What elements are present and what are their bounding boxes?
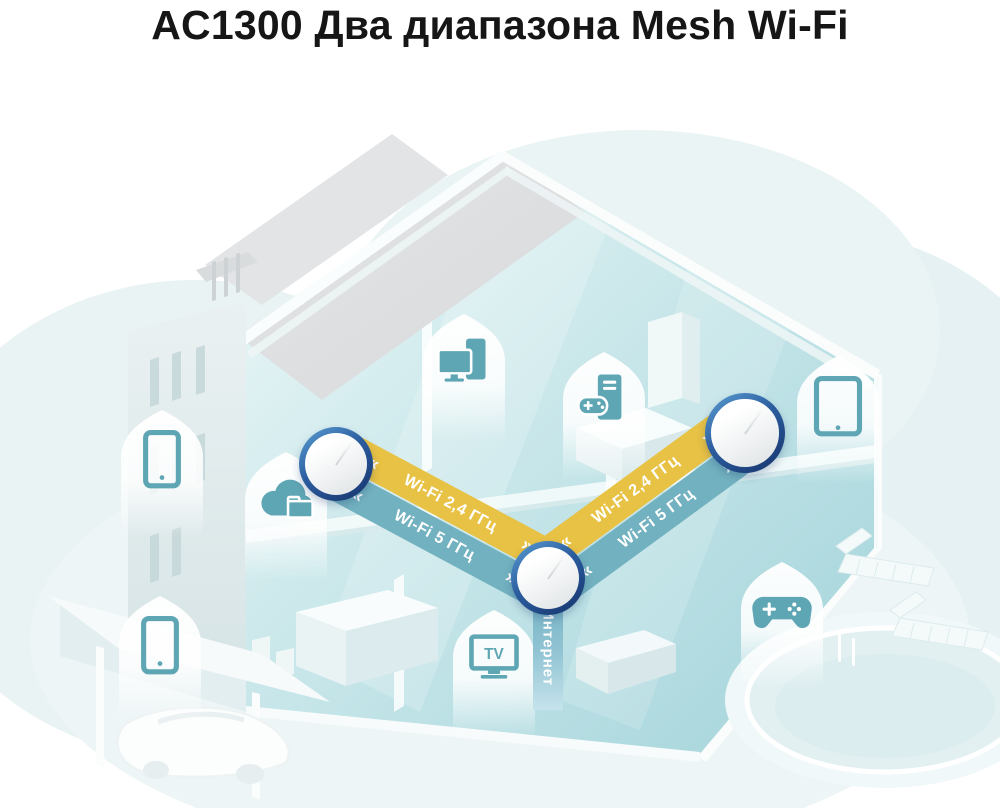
- deco-unit-face: [304, 432, 368, 496]
- deco-unit-face: [711, 399, 779, 467]
- game-controller-icon: [752, 596, 812, 629]
- device-badge-tv: TV: [452, 610, 536, 738]
- deco-unit-main: [511, 541, 585, 615]
- cloud-storage-icon: [261, 479, 314, 519]
- deco-unit-left: [299, 427, 373, 501]
- page-title: AC1300 Два диапазона Mesh Wi-Fi: [151, 2, 849, 48]
- internet-label: Интернет: [539, 609, 557, 687]
- desktop-computer-icon: [437, 338, 486, 382]
- gaming-pc-icon: [577, 374, 622, 420]
- device-badge-tablet: [796, 356, 880, 484]
- tv-icon: TV: [469, 634, 519, 679]
- tv-label: TV: [484, 646, 504, 663]
- cabinet: [648, 312, 700, 408]
- device-badge-smartphone: [120, 410, 204, 538]
- smartphone-icon: [141, 615, 179, 675]
- deco-unit-face: [516, 546, 580, 610]
- lounge-chairs: [835, 527, 989, 651]
- pool-ladder: [838, 634, 855, 666]
- smartphone-icon: [143, 429, 181, 489]
- deco-unit-right: [705, 393, 785, 473]
- device-badge-cloud-storage: [244, 452, 328, 580]
- roof: [196, 134, 585, 400]
- sofa: [576, 630, 676, 694]
- tablet-icon: [813, 375, 863, 437]
- device-badge-game-controller: [740, 562, 824, 690]
- device-badge-desktop-computer: [422, 314, 506, 442]
- device-badge-smartphone-2: [118, 596, 202, 724]
- dormer: [196, 252, 258, 301]
- device-badge-gaming-pc: [562, 352, 646, 480]
